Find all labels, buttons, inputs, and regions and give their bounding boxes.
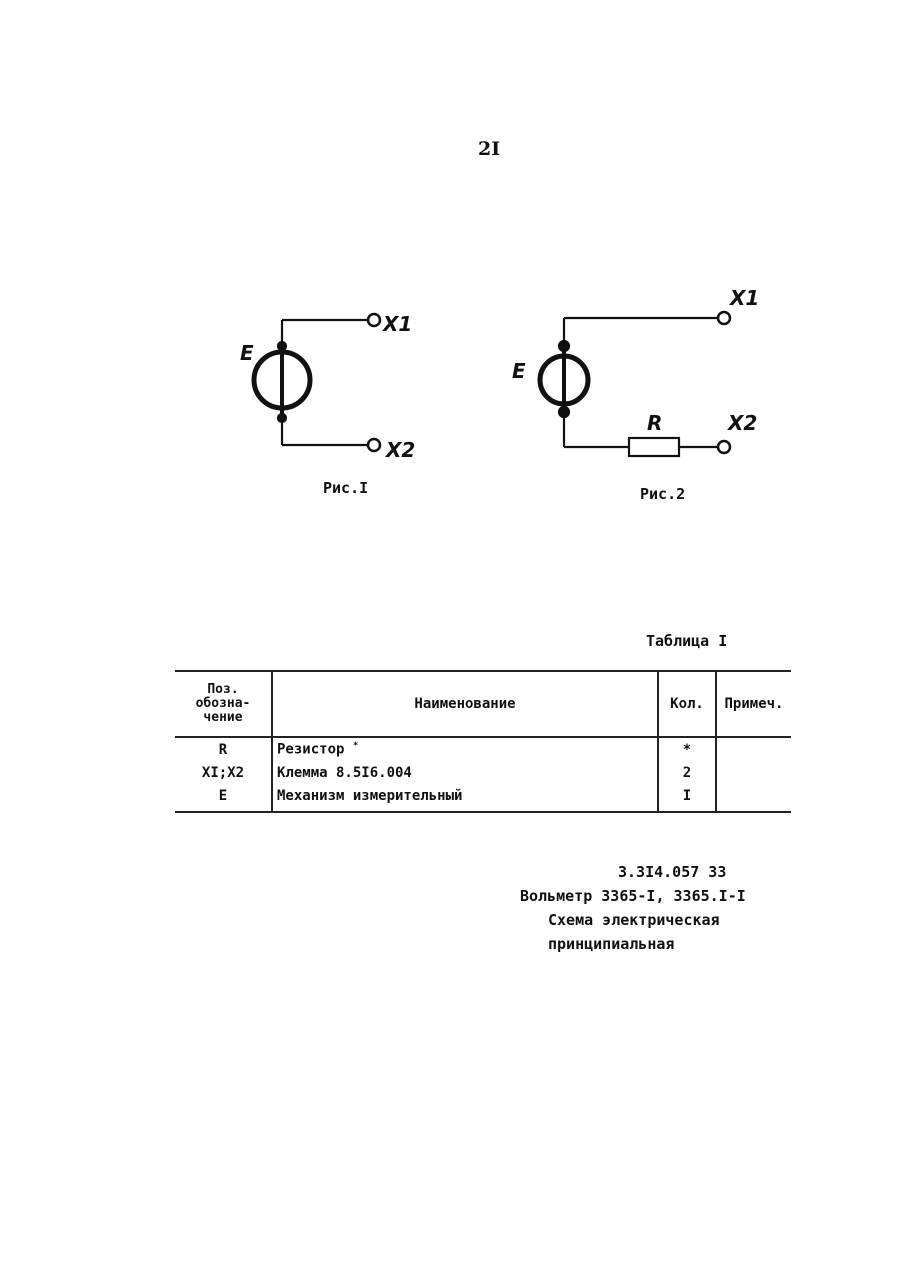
parts-table: Поз. обозна- чение Наименование Кол. При… [175,670,791,813]
cell-position: XI;X2 [201,764,245,781]
cell-position: R [218,741,228,758]
figure-1-circuit [251,312,382,453]
figure-1-caption: Рис.I [323,479,369,497]
table-row: R Резистор * * [175,737,791,761]
cell-name: Механизм измерительный [271,784,658,813]
resistor-symbol [627,436,681,458]
document-title-line-2: Схема электрическая [548,911,720,929]
document-title-line-1: Вольметр 3365-I, 3365.I-I [520,887,746,905]
cell-note [715,761,791,784]
cell-name: Резистор * [271,737,658,761]
terminal-x2 [716,439,732,455]
document-title-line-3: принципиальная [548,935,675,953]
cell-qty: 2 [657,761,716,784]
source-pin-top [276,340,288,352]
title-block: 3.3I4.057 33 Вольметр 3365-I, 3365.I-I С… [520,860,746,956]
terminal-x1 [716,310,732,326]
header-position: Поз. обозна- чение [175,670,272,738]
header-note: Примеч. [715,670,791,738]
page-number: 2I [478,138,501,160]
table-caption: Таблица I [646,632,728,650]
cell-name: Клемма 8.5I6.004 [271,761,658,784]
cell-note [715,784,791,813]
header-name: Наименование [271,670,658,738]
cell-qty: * [657,737,716,761]
source-pin-top [557,339,571,353]
cell-position: E [175,784,272,813]
fig2-label-x2: X2 [726,411,757,435]
fig1-label-x2: X2 [384,438,415,462]
fig1-label-source: E [240,341,254,365]
header-qty: Кол. [657,670,716,738]
cell-qty: I [657,784,716,813]
terminal-x1 [366,312,382,328]
cell-name-text: Резистор [277,741,345,758]
figure-2-caption: Рис.2 [640,485,686,503]
cell-note [715,737,791,761]
table-row: E Механизм измерительный I [175,784,791,813]
figure-2-circuit [537,310,732,458]
fig1-label-x1: X1 [381,312,412,336]
cell-name-mark: * [352,741,359,752]
table-header-row: Поз. обозна- чение Наименование Кол. При… [175,670,791,738]
document-code: 3.3I4.057 33 [618,863,727,881]
circuit-schematics: E X1 X2 E R X1 X2 [240,286,759,462]
fig2-label-resistor: R [647,411,662,435]
terminal-x2 [366,437,382,453]
table-row: XI;X2 Клемма 8.5I6.004 2 [175,761,791,784]
fig2-label-x1: X1 [728,286,759,310]
fig2-label-source: E [512,359,526,383]
